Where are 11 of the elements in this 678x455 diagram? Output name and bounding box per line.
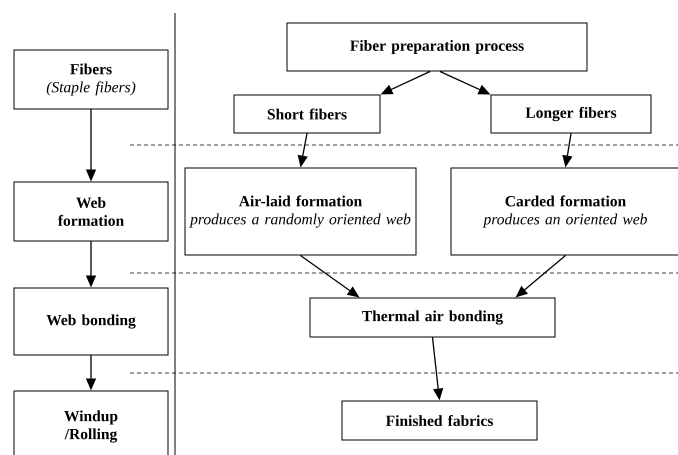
- stage-box: Fibers (Staple fibers): [14, 50, 168, 110]
- process-box: Thermal air bonding: [310, 298, 556, 338]
- process-box: Air-laid formation produces a randomly oriented web: [184, 168, 416, 256]
- stage-box: Web formation: [14, 182, 168, 242]
- process-box: Longer fibers: [490, 94, 652, 134]
- stage-box: Windup /Rolling: [14, 390, 168, 455]
- process-box: Carded formation produces an oriented web: [450, 168, 678, 256]
- process-box: Finished fabrics: [342, 400, 538, 440]
- process-box: Short fibers: [234, 94, 380, 134]
- stage-box: Web bonding: [14, 288, 168, 356]
- process-box: Fiber preparation process: [286, 22, 588, 72]
